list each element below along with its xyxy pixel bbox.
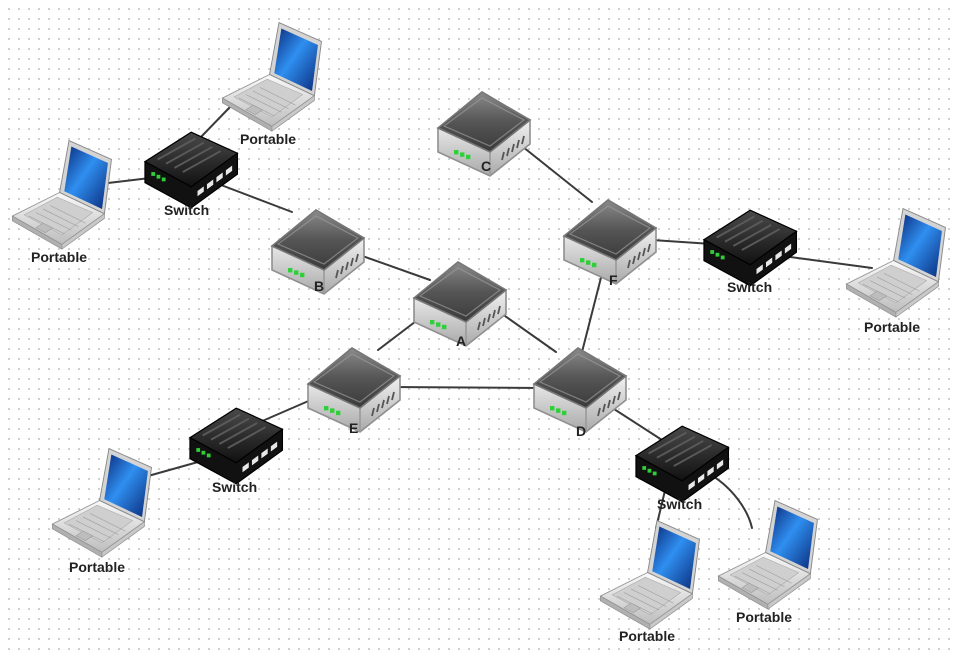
laptop-nw-top-icon[interactable]: [221, 21, 323, 132]
laptop-se-left-label: Portable: [619, 628, 676, 644]
switch-ne-label: Switch: [727, 279, 773, 295]
laptop-sw-label: Portable: [69, 559, 126, 575]
switch-sw-icon[interactable]: [188, 407, 284, 485]
link-e-d: [387, 386, 541, 389]
switch-sw-label: Switch: [212, 479, 258, 495]
switch-se-icon[interactable]: [634, 425, 730, 503]
switch-se-label: Switch: [657, 496, 703, 512]
router-e-label: E: [349, 420, 359, 436]
link-nwleft-nwswitch: [107, 177, 151, 184]
laptop-ne-label: Portable: [864, 319, 921, 335]
router-d-icon[interactable]: [533, 347, 627, 433]
laptop-se-right-icon[interactable]: [717, 499, 819, 610]
link-seswitch-seright: [705, 471, 753, 529]
laptop-se-right-label: Portable: [736, 609, 793, 625]
switch-nw-label: Switch: [164, 202, 210, 218]
laptop-se-left-icon[interactable]: [599, 519, 701, 630]
switch-ne-icon[interactable]: [702, 209, 798, 287]
laptop-nw-left-icon[interactable]: [11, 139, 113, 250]
switch-nw-icon[interactable]: [143, 131, 239, 209]
router-a-label: A: [456, 333, 467, 349]
laptop-nw-top-label: Portable: [240, 131, 297, 147]
router-d-label: D: [576, 423, 587, 439]
laptop-sw-icon[interactable]: [51, 447, 153, 558]
link-swswitch-sw: [147, 461, 199, 477]
link-f-neswitch: [651, 239, 713, 245]
router-b-label: B: [314, 278, 325, 294]
router-f-label: F: [609, 272, 618, 288]
laptop-nw-left-label: Portable: [31, 249, 88, 265]
router-c-label: C: [481, 158, 492, 174]
link-nwtop-nwswitch: [199, 106, 231, 139]
laptop-ne-icon[interactable]: [845, 207, 947, 318]
